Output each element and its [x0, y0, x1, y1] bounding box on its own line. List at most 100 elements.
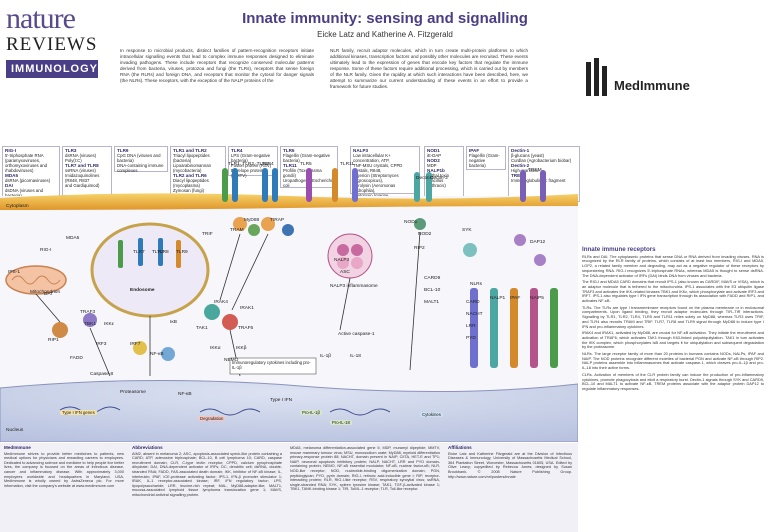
ligand-box-line: orthomyxoviruses and — [5, 163, 48, 168]
ligand-box-head: TLR2 and TLR6 — [173, 173, 207, 178]
diagram-label: TLR4 — [262, 162, 274, 167]
diagram-label: MyD88 — [244, 218, 260, 223]
ligand-box-line: Profilin (Toxoplasma gondii) — [283, 168, 322, 178]
diagram-label: TLR9 — [176, 250, 188, 255]
diagram-label: CARD — [466, 300, 480, 305]
adaptor-complexes — [52, 217, 546, 361]
receptor-sidebar: Innate immune receptors RLRs and DAI. Th… — [582, 247, 764, 526]
sponsor-logo: MedImmune — [584, 56, 714, 100]
ligand-box-line: Poly(I:C) — [65, 158, 82, 163]
cytoplasm-label: Cytoplasm — [6, 204, 29, 209]
diagram-label: IL-1β — [320, 354, 332, 359]
ligand-box-head: NALP3 — [353, 148, 369, 153]
ligand-box-line: Envelope proteins (MMTV) — [231, 168, 266, 178]
sidebar-paragraph: CLRs. Activation of members of the CLR p… — [582, 371, 764, 391]
footer-col-medimmune: MedImmune MedImmune strives to provide b… — [4, 445, 124, 488]
diagram-label: Caspase-8 — [90, 372, 114, 377]
ligand-box-line: Triacyl lipopeptides (bacteria) — [173, 153, 210, 163]
tlr-receptors — [222, 168, 546, 202]
ligand-box-line: ssRNA (viruses) — [65, 168, 96, 173]
nucleus-envelope — [0, 379, 578, 442]
ligand-box-head: TLR11 — [283, 163, 297, 168]
diagram-label: NALP1 — [490, 296, 506, 301]
intro-text-left: In response to microbial products, disti… — [120, 48, 314, 83]
diagram-label: IRAK4 — [214, 300, 228, 305]
ligand-box-line: LPS (Gram-negative bacteria) — [231, 153, 271, 163]
ligand-box-line: and Gardiquimod) — [65, 183, 100, 188]
ligand-box-line: dsRNA (picornaviruses) — [5, 178, 51, 183]
footer-col2-text: AIM2, absent in melanoma 2; ASC, apoptos… — [132, 451, 282, 497]
ligand-box-head: TLR5 — [283, 148, 295, 153]
diagram-label: NAIP5 — [530, 296, 544, 301]
caspase1-label: Active caspase-1 — [338, 332, 375, 337]
diagram-label: IRF3 — [96, 342, 107, 347]
diagram-label: IPS-1 — [8, 270, 20, 275]
ligand-box-line: High-mannose — [511, 168, 539, 173]
ligand-box-line: Curdlan (Agrobacterium biobar) — [511, 158, 572, 163]
diagram-label: NF-κB — [150, 352, 164, 357]
ligand-box-head: Dectin-2 — [511, 163, 530, 168]
diagram-tag: Pro-IL-18 — [330, 420, 352, 425]
ligand-box-line: 5'-triphosphate RNA — [5, 153, 44, 158]
diagram-label: BCL-10 — [424, 288, 441, 293]
diagram-label: TAK1 — [196, 326, 208, 331]
ligand-box-line: Zymosan (fungi) — [173, 188, 205, 193]
diagram-label: LRR — [466, 324, 476, 329]
diagram-label: TLR1, TLR2, TLR6 — [228, 162, 269, 167]
diagram-tag: Pro-IL-1β — [300, 410, 322, 415]
diagram-label: TREM — [528, 168, 542, 173]
ligand-box-head: NOD1 — [427, 148, 440, 153]
ligand-box-line: Flagellin (Gram-negative bacteria) — [283, 153, 331, 163]
ligand-box-line: Immunoglobulin Fc fragment — [511, 178, 566, 183]
diagram-label: MDA5 — [66, 236, 80, 241]
diagram-label: Mitochondrion — [30, 290, 61, 295]
diagram-label: NF-κB — [178, 392, 192, 397]
diagram-label: RIP2 — [414, 246, 425, 251]
inflammasome-label: NALP3 inflammasome — [330, 284, 378, 289]
ligand-box-line: Lethal toxin (Bacillus anthracis) — [427, 173, 449, 188]
brand-section-bar: IMMUNOLOGY — [6, 60, 98, 78]
ligand-box-line: β-glucans (yeast) — [511, 153, 545, 158]
ligand-box-line: dsRNA (viruses) — [65, 153, 97, 158]
ligand-box-line: Aerolysin (Aeromonas hydrophila), — [353, 183, 396, 193]
diagram-label: PYD — [466, 336, 476, 341]
inflammasome-shape — [327, 233, 373, 279]
poster-authors: Eicke Latz and Katherine A. Fitzgerald — [317, 30, 453, 39]
diagram-label: NOD1 — [404, 220, 418, 225]
diagram-label: FADD — [70, 356, 83, 361]
poster-title: Innate immunity: sensing and signalling — [242, 10, 528, 27]
diagram-label: NEMO — [224, 358, 239, 363]
ligand-box-line: DNA-containing immune complexes — [117, 163, 164, 173]
ligand-box-head: DAI — [5, 183, 13, 188]
footer-col2-head: Abbreviations — [132, 445, 163, 450]
ligand-box-head: TLR9 — [117, 148, 129, 153]
ligand-box-line: rhabdoviruses) — [5, 168, 34, 173]
signal-arrows — [35, 231, 421, 377]
sidebar-paragraph: RLRs and DAI. The cytoplasmic proteins t… — [582, 253, 764, 278]
ligand-box-head: MDA5 — [5, 173, 19, 178]
diagram-label: NOD2 — [418, 232, 432, 237]
diagram-label: IKKβ — [236, 346, 247, 351]
diagram-label: IL-18 — [350, 354, 361, 359]
diagram-label: TRAF6 — [238, 326, 254, 331]
diagram-label: RIG-I — [40, 248, 52, 253]
diagram-label: TBK1 — [84, 322, 96, 327]
intro-text-right: NLR family, recruit adaptor molecules, w… — [330, 48, 528, 89]
ligand-box-line: Imidazoquinolines (R848, R837 — [65, 173, 100, 183]
diagram-label: TLR3 — [152, 250, 164, 255]
footer-col-abbrev-cont: MDA5, melanoma differentiation-associate… — [290, 446, 440, 492]
ligand-box-line: MDP — [427, 163, 437, 168]
diagram-label: Dectin-2 — [430, 176, 448, 181]
diagram-label: NALP3 — [334, 258, 350, 263]
plasma-membrane — [0, 193, 578, 210]
diagram-label: IκB — [170, 320, 177, 325]
endosomal-tlrs — [118, 238, 181, 268]
diagram-label: NACHT — [466, 312, 483, 317]
diagram-label: Dectin-1 — [416, 176, 434, 181]
footer-col-abbrev: Abbreviations AIM2, absent in melanoma 2… — [132, 445, 282, 498]
diagram-label: Proteasome — [120, 390, 146, 395]
ligand-box-line: CpG DNA (viruses and bacteria) — [117, 153, 161, 163]
ligand-box-line: Nigericin (Streptomyces hygroscopicus), — [353, 173, 399, 183]
